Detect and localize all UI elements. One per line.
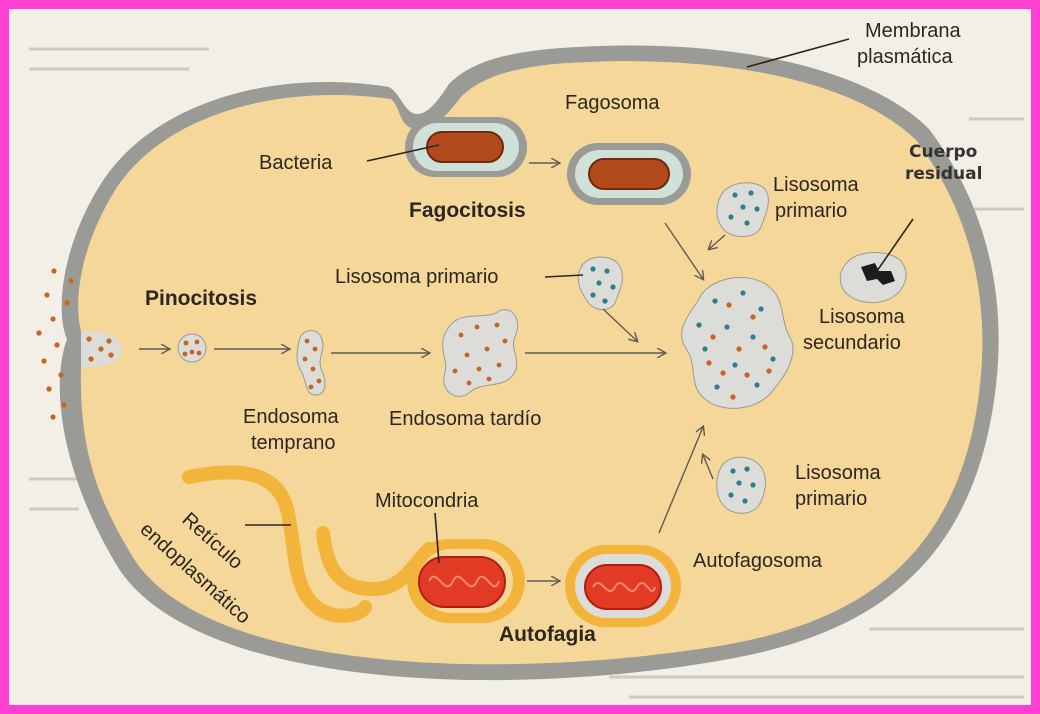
label-membrana-line2: plasmática [857,46,953,68]
label-endosoma-temprano-line1: Endosoma [243,406,339,428]
cytoplasm [78,61,983,665]
label-lisosoma-primario-bottom-line2: primario [795,488,867,510]
label-autofagia: Autofagia [499,623,596,646]
secondary-lysosome [681,277,794,409]
label-lisosoma-secundario-line2: secundario [803,332,901,354]
autophagosome [565,545,681,627]
label-pinocitosis: Pinocitosis [145,287,257,310]
label-bacteria: Bacteria [259,152,333,174]
label-cuerpo-line2: residual [905,164,982,184]
label-lisosoma-primario-mid: Lisosoma primario [335,266,498,288]
primary-lysosome-middle [577,256,623,310]
mitochondrion [407,539,525,623]
label-lisosoma-primario-top-line1: Lisosoma [773,174,859,196]
phagocytosis-invagination [405,117,527,177]
phagosome [567,143,691,205]
label-lisosoma-primario-bottom-line1: Lisosoma [795,462,881,484]
primary-lysosome-bottom [716,456,766,514]
background-text-lines [29,47,1024,699]
lysosome-pathways-diagram: Membrana plasmática Fagosoma Bacteria Fa… [29,20,1024,699]
leader-lines [245,38,914,564]
label-autofagosoma: Autofagosoma [693,550,823,572]
early-endosome [296,330,326,396]
late-endosome [442,309,519,397]
label-endosoma-tardio: Endosoma tardío [389,408,541,430]
pathway-arrows [139,163,726,581]
label-endosoma-temprano-line2: temprano [251,432,336,454]
label-lisosoma-primario-top-line2: primario [775,200,847,222]
label-lisosoma-secundario-line1: Lisosoma [819,306,905,328]
label-mitocondria: Mitocondria [375,490,479,512]
label-membrana-line1: Membrana [865,20,961,42]
label-fagocitosis: Fagocitosis [409,199,526,222]
residual-body [839,251,907,304]
figure-frame: Membrana plasmática Fagosoma Bacteria Fa… [9,9,1031,705]
label-cuerpo-line1: Cuerpo [909,142,977,162]
primary-lysosome-top [716,182,769,237]
pinocytic-vesicle [177,333,207,363]
label-fagosoma: Fagosoma [565,92,660,114]
pinocytosis-entry [36,268,122,420]
